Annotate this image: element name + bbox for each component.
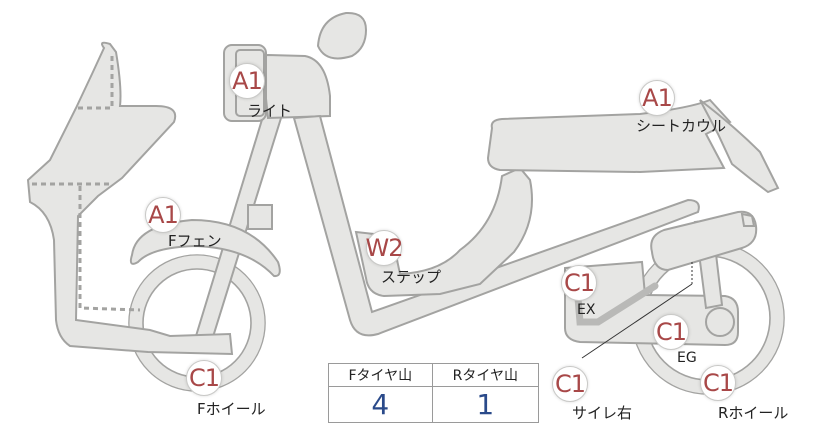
grade-badge-rear-wheel: C1 [700,365,736,401]
front-tread-value: 4 [328,386,433,423]
tire-tread-table: Fタイヤ山 Rタイヤ山 4 1 [328,363,540,423]
silencer-tip [740,212,756,227]
fork-collar [247,204,273,230]
part-label-silencer: サイレ右 [572,404,633,422]
tread-header-row: Fタイヤ山 Rタイヤ山 [328,363,540,387]
seat [486,98,732,174]
part-label-rear-wheel: Rホイール [718,404,789,422]
part-label-seat-cowl: シートカウル [636,117,727,135]
front-fender [129,218,281,278]
rear-tread-value: 1 [431,386,540,423]
handlebar-grip [316,11,368,60]
engine-block [564,260,739,347]
part-label-exhaust: EX [577,302,596,318]
rear-tread-header: Rタイヤ山 [431,363,540,387]
part-label-front-wheel: Fホイール [197,400,266,418]
part-label-step: ステップ [381,268,442,286]
grade-badge-light: A1 [229,63,265,99]
grade-badge-silencer: C1 [552,366,588,402]
silencer-leader [581,283,693,359]
part-label-front-fender: Fフェン [168,232,222,250]
part-label-engine: EG [677,350,697,366]
seat-cowl [699,99,780,194]
front-tread-header: Fタイヤ山 [328,363,433,387]
frame-tube [292,114,700,337]
grade-badge-engine: C1 [653,314,689,350]
engine-hub [705,307,735,337]
muffler [650,210,758,272]
leg-shield [26,41,234,356]
grade-badge-front-fender: A1 [145,197,181,233]
tread-value-row: 4 1 [328,386,540,423]
part-label-light: ライト [247,102,293,120]
exhaust-pipe [574,282,659,326]
grade-badge-step: W2 [366,230,404,266]
grade-badge-front-wheel: C1 [186,360,222,396]
grade-badge-exhaust: C1 [561,265,597,301]
shield-seam-lower [78,186,141,312]
grade-badge-seat-cowl: A1 [639,80,675,116]
shield-seam-upper [78,56,114,110]
